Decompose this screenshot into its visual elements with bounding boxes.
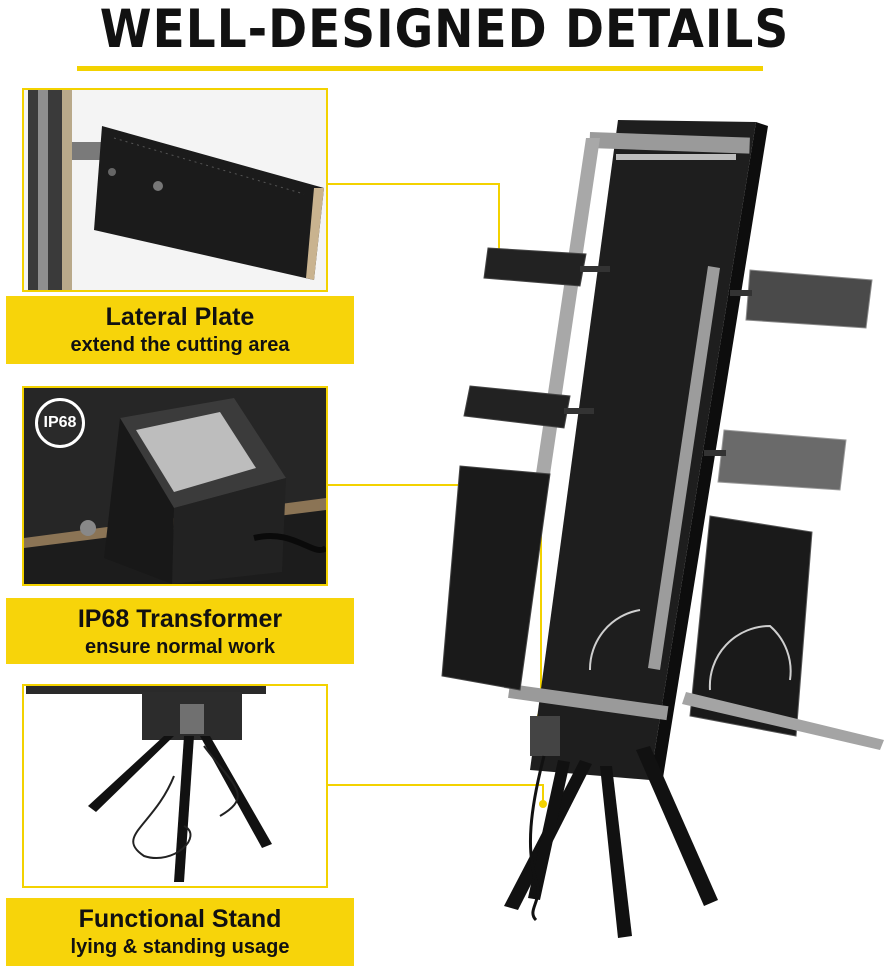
- lateral-plate-label: Lateral Plate extend the cutting area: [6, 296, 354, 364]
- callout-line-1-v: [498, 183, 500, 269]
- page-title: WELL-DESIGNED DETAILS: [99, 0, 790, 61]
- callout-line-1-h: [328, 183, 500, 185]
- lateral-plate-subtitle: extend the cutting area: [70, 334, 290, 356]
- title-underline: [77, 66, 763, 71]
- stand-label: Functional Stand lying & standing usage: [6, 898, 354, 966]
- stand-title: Functional Stand: [78, 905, 282, 933]
- stand-photo: [22, 684, 328, 888]
- callout-line-3-v: [542, 784, 544, 804]
- ip68-badge: IP68: [35, 398, 85, 448]
- transformer-subtitle: ensure normal work: [84, 636, 276, 658]
- callout-line-2-v: [540, 484, 542, 716]
- transformer-label: IP68 Transformer ensure normal work: [6, 598, 354, 664]
- lateral-plate-title: Lateral Plate: [105, 303, 255, 331]
- foam-cutter-product-image: [441, 120, 884, 938]
- transformer-title: IP68 Transformer: [77, 605, 283, 633]
- callout-line-3-h: [328, 784, 544, 786]
- callout-line-2-h: [328, 484, 542, 486]
- stand-subtitle: lying & standing usage: [70, 936, 290, 958]
- callout-dot-3: [539, 800, 547, 808]
- transformer-photo: [22, 386, 328, 586]
- lateral-plate-photo: [22, 88, 328, 292]
